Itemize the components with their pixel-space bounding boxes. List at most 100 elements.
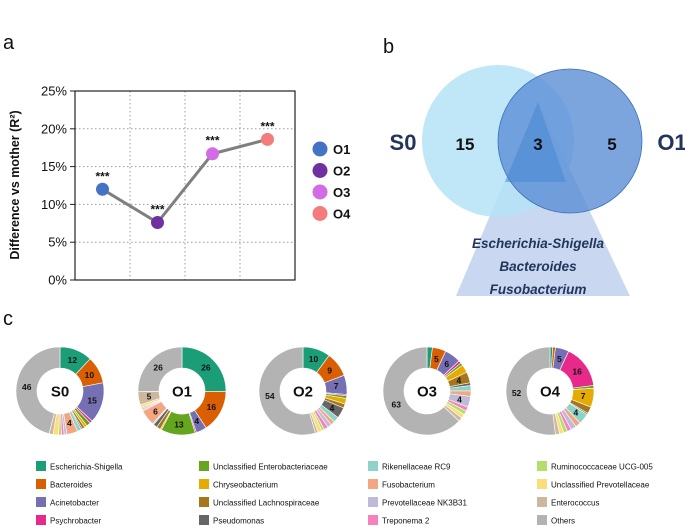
plot-frame (74, 90, 296, 281)
venn-genus-3: Fusobacterium (490, 282, 587, 297)
y-axis-title: Difference vs mother (R²) (8, 110, 22, 259)
slice-value-label: 52 (512, 388, 522, 398)
taxa-legend: Escherichia-ShigellaBacteroidesAcinetoba… (36, 461, 653, 526)
slice-value-label: 16 (207, 402, 217, 412)
significance-label: *** (95, 169, 109, 183)
legend-taxon-label: Fusobacterium (382, 481, 435, 490)
legend-taxon-label: Prevotellaceae NK3B31 (382, 499, 467, 508)
donut-slice (505, 346, 556, 436)
legend-taxon-label: Ruminococcaceae UCG-005 (551, 463, 653, 472)
legend-taxon-label: Acinetobacter (50, 499, 99, 508)
legend-taxon-label: Chryseobacterium (213, 481, 278, 490)
panel-a-letter: a (3, 32, 15, 54)
legend-swatch (199, 497, 209, 507)
legend-marker-o4 (312, 206, 328, 221)
venn-label-s0: S0 (390, 130, 417, 155)
legend-taxon-label: Rikenellaceae RC9 (382, 463, 451, 472)
slice-value-label: 5 (557, 354, 562, 364)
legend-swatch (537, 461, 547, 471)
slice-value-label: 4 (330, 403, 335, 413)
line-chart: Difference vs mother (R²) 0%5%10%15%20%2… (8, 84, 351, 288)
legend-marker-o1 (312, 141, 328, 157)
panel-b-letter: b (383, 36, 394, 58)
slice-value-label: 9 (327, 366, 332, 376)
legend-taxon-label: Unclassified Enterobacteriaceae (213, 463, 328, 472)
slice-value-label: 4 (456, 376, 461, 386)
slice-value-label: 16 (572, 366, 582, 376)
donut-center-label: S0 (51, 384, 69, 401)
slice-value-label: 13 (174, 419, 184, 429)
donut-slice (15, 346, 61, 434)
slice-value-label: 7 (581, 391, 586, 401)
legend-taxon-label: Escherichia-Shigella (50, 463, 123, 472)
venn-label-o1: O1 (657, 130, 685, 155)
legend-swatch (199, 461, 209, 471)
venn-count-o1: 5 (607, 135, 616, 154)
legend-label-o2: O2 (333, 164, 350, 179)
series-line (101, 137, 268, 225)
venn-circle-o1 (497, 68, 643, 214)
venn-diagram: S0 O1 15 3 5 Escherichia-Shigella Bacter… (390, 65, 685, 297)
slice-value-label: 12 (68, 355, 78, 365)
slice-value-label: 4 (457, 394, 462, 404)
legend-swatch (36, 461, 46, 471)
y-tick-label: 15% (41, 159, 67, 174)
y-tick-label: 5% (48, 235, 67, 250)
y-tick-label: 20% (41, 121, 67, 136)
legend-label-o3: O3 (333, 185, 350, 200)
slice-value-label: 46 (22, 382, 32, 392)
slice-value-label: 54 (265, 391, 275, 401)
legend-swatch (368, 461, 378, 471)
donut-center-label: O3 (417, 384, 437, 401)
legend-taxon-label: Others (551, 517, 575, 526)
slice-value-label: 4 (67, 418, 72, 428)
data-point-o4 (261, 132, 274, 146)
legend-taxon-label: Treponema 2 (382, 517, 430, 526)
venn-count-shared: 3 (533, 135, 542, 154)
slice-value-label: 5 (434, 354, 439, 364)
legend-swatch (368, 479, 378, 489)
legend-taxon-label: Enterococcus (551, 499, 599, 508)
slice-value-label: 7 (334, 381, 339, 391)
slice-value-label: 4 (194, 416, 199, 426)
slice-value-label: 63 (392, 399, 402, 409)
data-point-o2 (151, 216, 164, 230)
legend-swatch (36, 497, 46, 507)
legend-swatch (368, 497, 378, 507)
significance-label: *** (205, 134, 219, 148)
legend-taxon-label: Pseudomonas (213, 517, 264, 526)
slice-value-label: 10 (309, 354, 319, 364)
legend-taxon-label: Unclassified Prevotellaceae (551, 481, 650, 490)
legend-swatch (368, 515, 378, 525)
legend-taxon-label: Bacteroides (50, 481, 92, 490)
legend-swatch (199, 515, 209, 525)
legend-taxon-label: Psychrobacter (50, 517, 101, 526)
legend-swatch (537, 515, 547, 525)
legend-swatch (36, 479, 46, 489)
venn-count-s0: 15 (456, 135, 475, 154)
legend-taxon-label: Unclassified Lachnospiraceae (213, 499, 320, 508)
legend-marker-o3 (312, 184, 328, 200)
slice-value-label: 5 (147, 392, 152, 402)
legend-swatch (537, 497, 547, 507)
y-tick-label: 25% (41, 84, 67, 99)
donut-slice (258, 346, 316, 436)
legend-swatch (36, 515, 46, 525)
slice-value-label: 6 (153, 406, 158, 416)
donut-center-label: O1 (172, 384, 192, 401)
legend-label-o1: O1 (333, 142, 350, 157)
data-point-o1 (96, 182, 109, 196)
venn-genus-1: Escherichia-Shigella (472, 236, 605, 251)
y-tick-label: 0% (48, 273, 67, 288)
significance-label: *** (260, 119, 274, 133)
venn-overlap-highlight (505, 102, 566, 182)
legend-marker-o2 (312, 163, 328, 178)
venn-genus-2: Bacteroides (499, 259, 577, 274)
